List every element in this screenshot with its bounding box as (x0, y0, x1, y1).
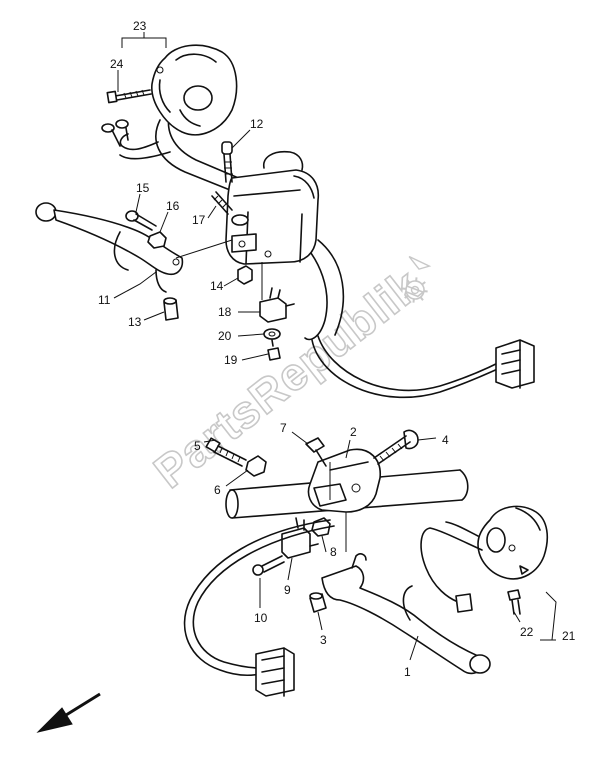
nut-6 (245, 455, 267, 477)
lower-assembly (183, 429, 549, 697)
callout-12: 12 (250, 117, 264, 131)
upper-harness (311, 335, 535, 399)
bolt-15 (125, 210, 157, 231)
callout-13: 13 (128, 315, 142, 329)
callout-23: 23 (133, 19, 147, 33)
callout-3: 3 (320, 633, 327, 647)
upper-assembly (35, 44, 535, 399)
callout-5: 5 (194, 439, 201, 453)
screw-24 (106, 89, 152, 104)
upper-switch-housing (151, 44, 238, 136)
right-switch-housing (477, 505, 549, 580)
watermark: PartsRepublik (143, 255, 432, 499)
washer-20 (263, 328, 281, 340)
bolt-7 (305, 437, 327, 467)
callout-4: 4 (442, 433, 449, 447)
bolt-4 (373, 429, 419, 465)
screw-10 (252, 555, 285, 576)
nut-14 (237, 265, 253, 285)
callout-17: 17 (192, 213, 206, 227)
collar-3 (309, 592, 327, 613)
watermark-text: PartsRepublik (144, 258, 430, 497)
bolt-5 (205, 437, 247, 467)
switch-18 (259, 287, 295, 323)
callout-22: 22 (520, 625, 534, 639)
callout-10: 10 (254, 611, 268, 625)
leader-lines (113, 32, 557, 661)
collar-13 (163, 297, 179, 321)
callout-2: 2 (350, 425, 357, 439)
callout-7: 7 (280, 421, 287, 435)
clamp-2 (307, 448, 381, 513)
callout-labels: 23 24 12 15 16 17 14 11 18 13 20 19 7 2 … (98, 19, 576, 679)
callout-24: 24 (110, 57, 124, 71)
callout-19: 19 (224, 353, 238, 367)
bolt-17 (211, 191, 233, 215)
callout-16: 16 (166, 199, 180, 213)
upper-clamp-assembly (225, 150, 320, 265)
nut-16 (147, 231, 167, 249)
callout-18: 18 (218, 305, 232, 319)
screw-22 (507, 589, 521, 615)
upper-handlebar (155, 119, 256, 201)
lever-1 (321, 553, 491, 675)
screw-19 (267, 339, 281, 361)
lower-harness (183, 519, 483, 697)
callout-6: 6 (214, 483, 221, 497)
callout-9: 9 (284, 583, 291, 597)
callout-14: 14 (210, 279, 224, 293)
gear-icon (402, 255, 432, 303)
lever-11 (35, 202, 184, 293)
bolt-12 (221, 141, 233, 183)
callout-15: 15 (136, 181, 150, 195)
callout-8: 8 (330, 545, 337, 559)
callout-21: 21 (562, 629, 576, 643)
callout-11: 11 (98, 293, 111, 307)
direction-arrow-icon (36, 692, 101, 733)
callout-20: 20 (218, 329, 232, 343)
ring-terminal-wire (101, 119, 171, 160)
callout-1: 1 (404, 665, 411, 679)
